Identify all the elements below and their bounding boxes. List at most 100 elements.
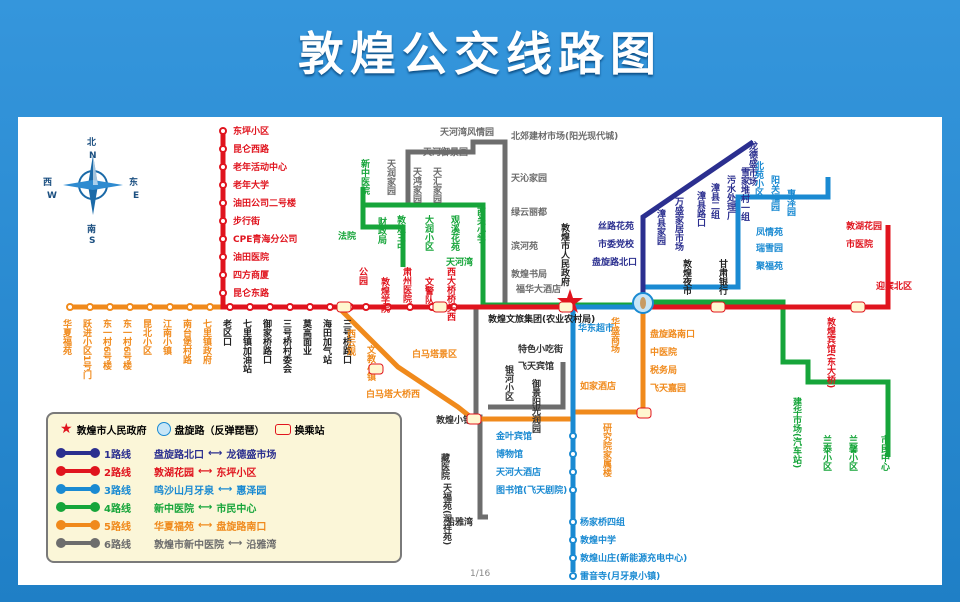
- legend-route-name: 6路线: [104, 539, 131, 551]
- bidirectional-arrow-icon: ⟷: [198, 519, 213, 531]
- stop-label: 兰馨小区: [847, 434, 859, 471]
- legend-route-name: 4路线: [104, 503, 131, 515]
- stop-label: 老年活动中心: [232, 161, 287, 173]
- stop-marker: [569, 450, 577, 458]
- stop-marker: [569, 518, 577, 526]
- star-icon: ★: [60, 421, 73, 437]
- stop-label: 御景阳光润园: [530, 378, 542, 434]
- stop-label: 老年大学: [232, 179, 269, 191]
- route-line-6-north: [405, 139, 508, 307]
- stop-label: 建华市场(汽车站): [791, 396, 802, 468]
- transfer-badge-icon: [636, 407, 652, 419]
- stop-marker: [569, 572, 577, 580]
- stop-labels: 东坪小区昆仑西路老年活动中心老年大学油田公司二号楼步行街CPE青海分公司油田医院…: [61, 125, 912, 582]
- stop-marker: [219, 217, 227, 225]
- bidirectional-arrow-icon: ⟷: [228, 537, 243, 549]
- stop-label: 天汇家园: [431, 167, 442, 204]
- transfer-badge-icon: [336, 301, 352, 313]
- stop-label: 老区口: [221, 318, 233, 347]
- stop-label: 敦煌学院: [379, 276, 390, 314]
- stop-label: 华夏福苑: [61, 318, 73, 356]
- stop-label: 江南小镇: [161, 318, 173, 356]
- compass-east-en: E: [133, 191, 139, 201]
- stop-label: 盘旋路南口: [650, 328, 695, 340]
- stop-label: 御家桥路口: [261, 318, 273, 365]
- compass-east: 东: [129, 176, 138, 188]
- stop-label: 沿雅湾: [446, 516, 473, 528]
- route-swatch: [56, 520, 100, 530]
- route-line-2: [220, 129, 891, 310]
- stop-label: 莫高面业: [301, 318, 313, 355]
- legend-route-from: 敦煌市新中医院: [154, 539, 224, 551]
- stop-marker: [266, 303, 274, 311]
- stop-label: 三号桥路口: [341, 319, 352, 365]
- stop-marker: [106, 303, 114, 311]
- stop-marker: [286, 303, 294, 311]
- stop-label: 龙德盛市场: [747, 140, 759, 187]
- stop-label: 金叶宾馆: [495, 430, 532, 442]
- stop-label: 文警队: [423, 276, 435, 305]
- stop-label: 阳关福园: [769, 175, 781, 212]
- stop-label: 四方商厦: [233, 269, 270, 281]
- stop-label: 公园: [357, 267, 368, 286]
- stop-marker: [226, 303, 234, 311]
- stop-marker: [166, 303, 174, 311]
- route-swatch: [56, 466, 100, 476]
- stop-label: 昆北小区: [141, 319, 153, 355]
- route-line-3: [570, 177, 831, 572]
- stop-label: 滨河苑: [511, 240, 538, 252]
- stop-label: 漳县家园: [655, 208, 666, 246]
- stop-marker: [219, 289, 227, 297]
- stop-label: 敦煌夜市: [681, 258, 693, 296]
- stop-marker: [126, 303, 134, 311]
- stop-label: 丝路花苑: [598, 220, 634, 232]
- legend-route-name: 5路线: [104, 521, 131, 533]
- stop-label: 如家酒店: [580, 380, 616, 392]
- stop-marker: [450, 303, 458, 311]
- stop-label: 兰泰小区: [821, 434, 833, 471]
- stop-label: 步行街: [233, 215, 260, 227]
- stop-label: 天沁家园: [511, 172, 547, 184]
- legend-route-from: 华夏福苑: [154, 521, 194, 533]
- stop-label: 白马塔大桥西: [366, 388, 420, 400]
- legend-gov-label: 敦煌市人民政府: [76, 425, 147, 437]
- stop-label: 市委党校: [598, 238, 635, 250]
- page-indicator: 1/16: [470, 569, 490, 579]
- stop-label: 甘肃银行: [717, 258, 729, 296]
- stop-label: 凤情苑: [756, 226, 783, 238]
- stop-label: 敦煌山庄(新能源充电中心): [580, 552, 687, 564]
- stop-marker: [326, 303, 334, 311]
- stop-label: 油田公司二号楼: [233, 197, 296, 209]
- route-line-1: [640, 139, 755, 307]
- route-network: 北 N 南 S 东 E 西 W: [43, 125, 912, 582]
- legend-row: 6路线敦煌市新中医院⟷沿雅湾: [56, 536, 276, 551]
- stop-label: 敦煌中学: [580, 534, 616, 546]
- legend-route-name: 2路线: [104, 467, 131, 479]
- stop-label: 漳县二组: [709, 182, 720, 220]
- stop-label: 海田加气站: [321, 318, 333, 365]
- legend-route-from: 鸣沙山月牙泉: [154, 485, 214, 497]
- stop-label: 敦煌三中: [395, 214, 406, 252]
- stop-marker: [569, 486, 577, 494]
- stop-marker: [186, 303, 194, 311]
- stop-label: 西大桥桥头西: [445, 267, 456, 322]
- stop-marker: [569, 468, 577, 476]
- stop-label: 研究院家属楼: [601, 423, 613, 478]
- stop-marker: [219, 271, 227, 279]
- legend-route-name: 1路线: [104, 449, 131, 461]
- stop-label: 北苑小区: [753, 160, 765, 197]
- stop-label: 图书馆(飞天剧院): [496, 484, 567, 496]
- transfer-badge-icon: [466, 413, 482, 425]
- stop-label: 飞天宾馆: [518, 360, 554, 372]
- stop-label: 雪家堆村一组: [739, 166, 750, 222]
- legend-row: 5路线华夏福苑⟷盘旋路南口: [56, 518, 266, 533]
- stop-label: 天河湾风情园: [440, 126, 494, 138]
- pipa-statue-icon: [632, 292, 654, 314]
- stop-label: 惠泽园: [785, 188, 796, 217]
- stop-label: 西云观: [345, 329, 356, 357]
- compass-north: 北: [87, 136, 96, 148]
- stop-label: 跃进小区1号门: [81, 318, 93, 380]
- stop-marker: [219, 127, 227, 135]
- bidirectional-arrow-icon: ⟷: [198, 501, 213, 513]
